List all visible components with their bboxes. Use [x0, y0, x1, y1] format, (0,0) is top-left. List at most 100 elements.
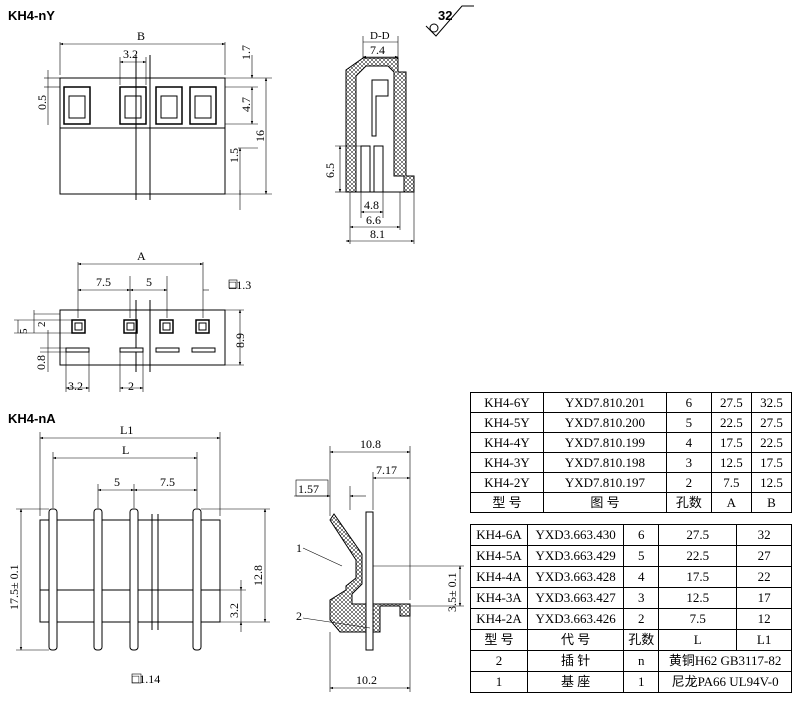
dim-3-2-pin: 3.2 — [227, 603, 241, 618]
table-row: KH4-6A YXD3.663.430 6 27.5 32 — [469, 524, 792, 546]
parts-row: 2 插 针 n 黄铜H62 GB3117-82 — [469, 650, 792, 672]
table-cell: 27.5 — [710, 392, 752, 413]
surface-roughness-symbol — [425, 5, 474, 37]
table-row: KH4-3Y YXD7.810.198 3 12.5 17.5 — [470, 452, 793, 473]
dim-L1: L1 — [120, 423, 133, 437]
roughness-value: 32 — [438, 8, 452, 23]
table-row: KH4-5A YXD3.663.429 5 22.5 27 — [469, 545, 792, 567]
table-cell: YXD7.810.199 — [542, 432, 668, 453]
table-cell: YXD7.810.200 — [542, 412, 668, 433]
table-cell: 12.5 — [750, 472, 793, 493]
dim-7-5-top: 7.5 — [96, 275, 111, 289]
table-cell: KH4-4Y — [470, 432, 544, 453]
dim-0-8: 0.8 — [34, 355, 48, 370]
table-cell: YXD3.663.427 — [527, 587, 625, 609]
table-cell: 17 — [736, 587, 792, 609]
table-cell: 22 — [736, 566, 792, 588]
section-label: D-D — [370, 30, 390, 42]
table-cell: 6 — [623, 524, 660, 546]
table-cell: 22.5 — [658, 545, 738, 567]
dim-7-4: 7.4 — [370, 43, 385, 57]
table-cell: KH4-5A — [469, 545, 529, 567]
table-cell: 32 — [736, 524, 792, 546]
dim-10-8: 10.8 — [360, 437, 381, 451]
part-callout-2: 2 — [296, 609, 302, 623]
table-cell: 7.5 — [658, 608, 738, 630]
table-cell: YXD7.810.198 — [542, 452, 668, 473]
table-cell: 17.5 — [750, 452, 793, 473]
table-cell: 12 — [736, 608, 792, 630]
table-header-row: 型 号 代 号 孔数 L L1 — [469, 629, 792, 651]
part-callout-1: 1 — [296, 541, 302, 555]
dim-3-5: 3.5± 0.1 — [445, 572, 459, 612]
table-cell: 17.5 — [658, 566, 738, 588]
table-cell: KH4-2A — [469, 608, 529, 630]
table-header-cell: 孔数 — [666, 492, 712, 513]
dim-6-5: 6.5 — [323, 163, 337, 178]
table-cell: KH4-3A — [469, 587, 529, 609]
dim-3-2-bottom: 3.2 — [68, 379, 83, 393]
dim-4-8: 4.8 — [364, 198, 379, 212]
table-header-cell: 型 号 — [469, 629, 529, 651]
table-header-cell: 孔数 — [623, 629, 660, 651]
dim-5-pitch: 5 — [114, 475, 120, 489]
table-cell: 27 — [736, 545, 792, 567]
dim-5-top: 5 — [146, 275, 152, 289]
parts-row: 1 基 座 1 尼龙PA66 UL94V-0 — [469, 671, 792, 693]
table-row: KH4-4Y YXD7.810.199 4 17.5 22.5 — [470, 432, 793, 453]
table-cell: 4 — [623, 566, 660, 588]
dim-sq-1-14: □1.14 — [132, 672, 160, 686]
table-cell: 基 座 — [527, 671, 625, 693]
table-cell: 5 — [666, 412, 712, 433]
table-cell: YXD7.810.197 — [542, 472, 668, 493]
dim-1-7: 1.7 — [239, 45, 253, 60]
kh4-ny-spec-table: KH4-6Y YXD7.810.201 6 27.5 32.5 KH4-5Y Y… — [470, 392, 793, 513]
table-cell: n — [623, 650, 660, 672]
table-row: KH4-6Y YXD7.810.201 6 27.5 32.5 — [470, 392, 793, 413]
dim-1-57: 1.57 — [298, 482, 319, 496]
kh4-na-front-view — [16, 432, 270, 684]
table-cell: 12.5 — [658, 587, 738, 609]
table-cell: YXD3.663.430 — [527, 524, 625, 546]
dim-2-side: 2 — [36, 322, 48, 328]
table-cell: KH4-6A — [469, 524, 529, 546]
table-cell: YXD3.663.428 — [527, 566, 625, 588]
dim-16: 16 — [253, 130, 267, 142]
kh4-na-side-view — [294, 446, 464, 692]
table-row: KH4-4A YXD3.663.428 4 17.5 22 — [469, 566, 792, 588]
table-cell: 插 针 — [527, 650, 625, 672]
table-cell: YXD7.810.201 — [542, 392, 668, 413]
dim-8-1: 8.1 — [370, 227, 385, 241]
dim-17-5: 17.5± 0.1 — [7, 564, 21, 610]
table-cell: 32.5 — [750, 392, 793, 413]
dim-3-2-top: 3.2 — [123, 47, 138, 61]
table-cell: 7.5 — [710, 472, 752, 493]
table-header-cell: 图 号 — [542, 492, 668, 513]
table-cell: 1 — [469, 671, 529, 693]
dim-L: L — [122, 443, 129, 457]
table-row: KH4-3A YXD3.663.427 3 12.5 17 — [469, 587, 792, 609]
dim-7-5-pitch: 7.5 — [160, 475, 175, 489]
dim-2-bottom: 2 — [128, 379, 134, 393]
dim-8-9: 8.9 — [233, 333, 247, 348]
table-row: KH4-2Y YXD7.810.197 2 7.5 12.5 — [470, 472, 793, 493]
table-cell: 12.5 — [710, 452, 752, 473]
kh4-ny-top-view — [14, 262, 244, 392]
table-cell: 22.5 — [750, 432, 793, 453]
dim-7-17: 7.17 — [376, 463, 397, 477]
title-kh4-na: KH4-nA — [8, 411, 56, 426]
dim-10-2: 10.2 — [356, 673, 377, 687]
table-cell: 4 — [666, 432, 712, 453]
table-header-cell: B — [750, 492, 793, 513]
dim-4-7: 4.7 — [239, 97, 253, 112]
dim-sq-1-3: □1.3 — [229, 278, 251, 292]
table-header-cell: 型 号 — [470, 492, 544, 513]
table-row: KH4-5Y YXD7.810.200 5 22.5 27.5 — [470, 412, 793, 433]
section-dd-view — [335, 36, 415, 244]
dim-5-side: 5 — [18, 328, 30, 334]
table-header-cell: 代 号 — [527, 629, 625, 651]
table-cell: 6 — [666, 392, 712, 413]
table-cell: 27.5 — [750, 412, 793, 433]
table-header-cell: A — [710, 492, 752, 513]
table-cell: 2 — [666, 472, 712, 493]
